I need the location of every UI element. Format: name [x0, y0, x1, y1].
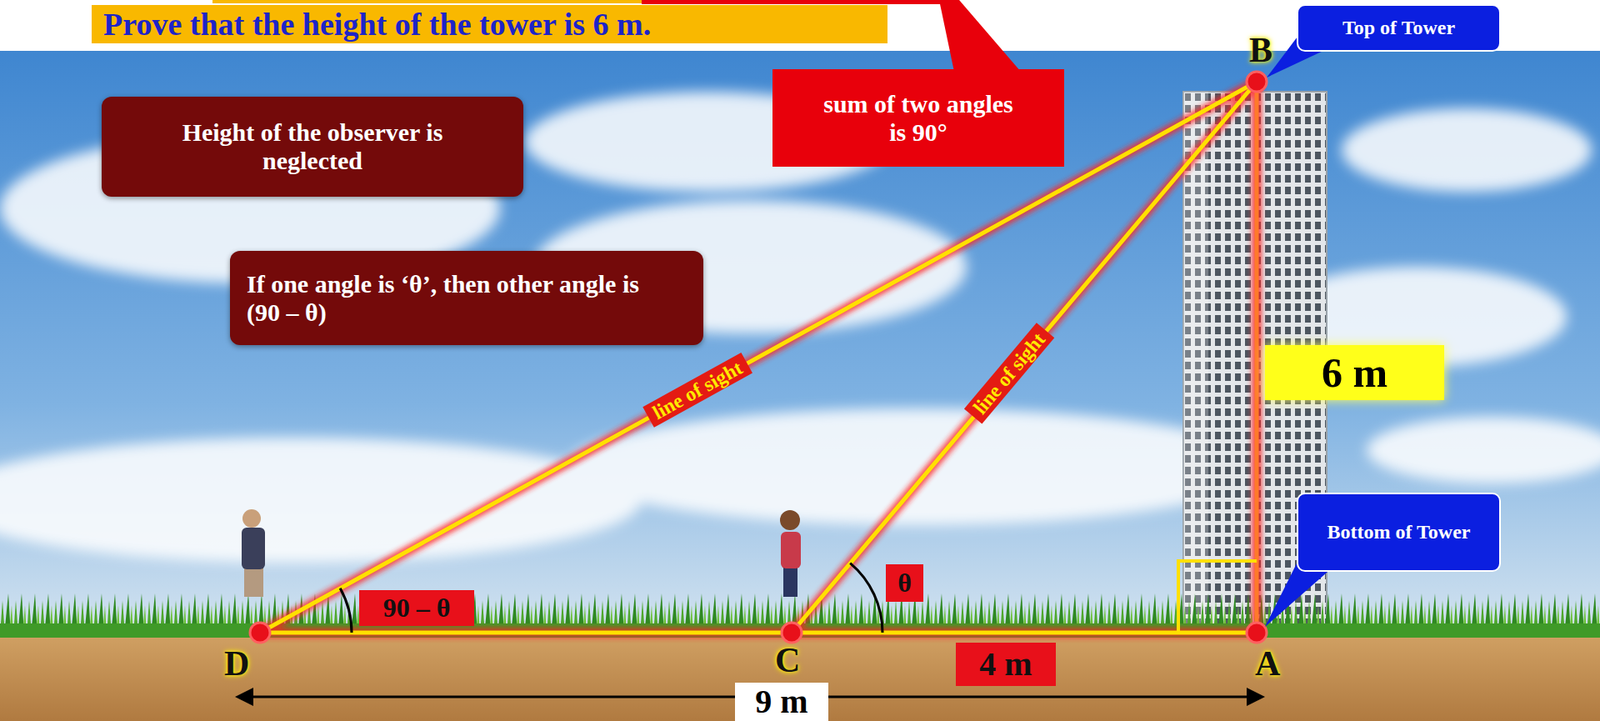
cut-box — [641, 0, 959, 5]
glow-line — [260, 627, 1257, 638]
cloud — [0, 437, 642, 563]
top-strip — [0, 0, 1600, 51]
ground — [0, 637, 1600, 721]
man-head — [242, 509, 261, 528]
point-dot — [781, 622, 802, 643]
dimension-box: 4 m — [955, 642, 1056, 686]
girl-body — [780, 531, 801, 569]
point-letter: C — [775, 642, 800, 678]
point-dot — [1246, 71, 1267, 92]
title-text: Prove that the height of the tower is 6 … — [103, 8, 651, 40]
angle-arc — [340, 588, 352, 633]
right-angle-mark — [1178, 560, 1257, 633]
man-legs — [244, 566, 264, 597]
point-dot — [250, 622, 270, 643]
dimension-label: 9 m — [755, 683, 808, 721]
cloud — [1366, 416, 1600, 484]
angle-box: θ — [885, 564, 924, 602]
note-text: Height of the observer is neglected — [169, 118, 457, 175]
callout-box: Bottom of Tower — [1296, 492, 1501, 572]
callout-text: Top of Tower — [1342, 16, 1455, 40]
dimension-box: 6 m — [1265, 345, 1445, 400]
title-band: Prove that the height of the tower is 6 … — [91, 5, 888, 44]
dimension-label: 6 m — [1321, 349, 1388, 396]
point-letter: A — [1255, 645, 1280, 681]
angle-label: 90 – θ — [383, 593, 451, 624]
man-observer — [241, 509, 265, 597]
callout-pointer — [939, 0, 1021, 72]
girl-observer — [780, 510, 801, 597]
note-box: If one angle is ‘θ’, then other angle is… — [230, 250, 704, 345]
dimension-box: 9 m — [735, 682, 829, 721]
cloud — [566, 408, 1267, 525]
callout-box: Top of Tower — [1296, 4, 1501, 52]
note-box: Height of the observer is neglected — [101, 96, 524, 197]
point-dot — [1246, 622, 1267, 643]
man-body — [241, 527, 265, 570]
tower-line — [1255, 81, 1260, 633]
glow-line — [1251, 81, 1262, 633]
girl-legs — [783, 566, 798, 597]
girl-head — [780, 510, 800, 530]
angle-arc — [850, 563, 883, 633]
callout-text: sum of two angles is 90° — [818, 90, 1019, 146]
angle-box: 90 – θ — [359, 590, 475, 626]
angle-label: θ — [897, 568, 912, 599]
callout-text: Bottom of Tower — [1325, 520, 1472, 544]
ground-line — [260, 630, 1257, 635]
arrow-head — [1246, 687, 1265, 706]
note-text: If one angle is ‘θ’, then other angle is… — [246, 270, 664, 326]
dimension-label: 4 m — [979, 645, 1032, 684]
cloud — [1341, 108, 1592, 192]
point-letter: B — [1249, 32, 1273, 68]
arrow-head — [235, 687, 254, 706]
tower-shade — [1183, 91, 1209, 633]
cut-band — [212, 0, 646, 4]
point-letter: D — [224, 645, 250, 681]
callout-box: sum of two angles is 90° — [772, 69, 1065, 167]
